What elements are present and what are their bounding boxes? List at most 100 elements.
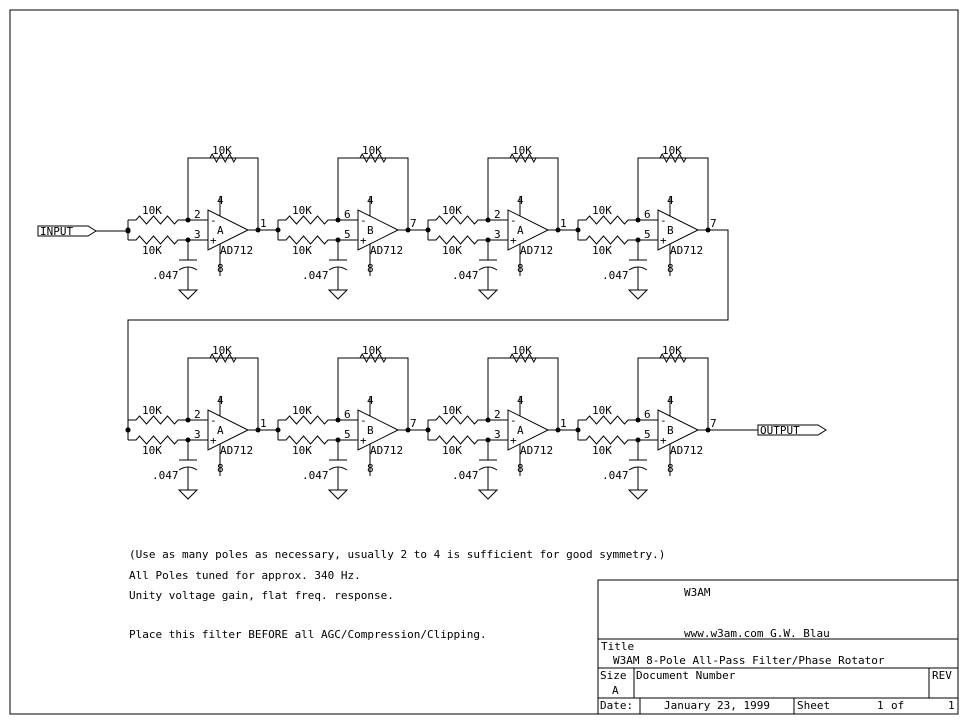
ground-symbol — [177, 289, 199, 300]
pin-inverting-number: 2 — [494, 408, 501, 421]
pin-noninverting-number: 3 — [194, 228, 201, 241]
input-port-label: INPUT — [40, 225, 73, 238]
resistor — [578, 415, 636, 425]
capacitor-label: .047 — [452, 269, 479, 282]
interconnect-wiring: INPUT OUTPUT — [37, 225, 827, 437]
output-port-flag — [757, 424, 827, 436]
document-number-label: Document Number — [636, 669, 736, 682]
opamp-triangle — [507, 209, 550, 251]
sheet-number: 1 — [877, 699, 884, 712]
bias-resistor-label: 10K — [442, 244, 462, 257]
resistor — [202, 352, 244, 364]
opamp-section-letter: B — [667, 224, 674, 237]
pin-vee-number: 8 — [367, 262, 374, 275]
input-resistor-label: 10K — [592, 404, 612, 417]
sheet-label: Sheet — [797, 699, 830, 712]
input-resistor-label: 10K — [292, 404, 312, 417]
opamp-part-label: AD712 — [370, 244, 403, 257]
bias-resistor-label: 10K — [142, 444, 162, 457]
pin-plus-sign: + — [660, 234, 667, 247]
pin-noninverting-number: 5 — [644, 428, 651, 441]
pin-inverting-number: 6 — [344, 408, 351, 421]
pin-inverting-number: 6 — [644, 408, 651, 421]
opamp-triangle — [357, 409, 400, 451]
capacitor-label: .047 — [602, 269, 629, 282]
resistor — [578, 235, 636, 245]
pin-vee-number: 8 — [217, 262, 224, 275]
ground-symbol — [177, 489, 199, 500]
note-line-2: All Poles tuned for approx. 340 Hz. — [129, 569, 361, 582]
filter-stages: 10K10K10K.04723-+A48AD712110K10K10K.0476… — [125, 144, 728, 500]
pin-vcc-number: 4 — [367, 194, 374, 207]
pin-vcc-number: 4 — [517, 394, 524, 407]
pin-minus-sign: - — [360, 414, 367, 427]
opamp-section-letter: A — [217, 224, 224, 237]
feedback-resistor-label: 10K — [362, 144, 382, 157]
pin-minus-sign: - — [210, 414, 217, 427]
note-line-3: Unity voltage gain, flat freq. response. — [129, 589, 394, 602]
bias-resistor-label: 10K — [592, 444, 612, 457]
opamp-part-label: AD712 — [520, 444, 553, 457]
pin-inverting-number: 2 — [194, 208, 201, 221]
opamp-part-label: AD712 — [670, 244, 703, 257]
feedback-resistor-label: 10K — [512, 344, 532, 357]
pin-minus-sign: - — [510, 414, 517, 427]
pin-minus-sign: - — [660, 414, 667, 427]
pin-inverting-number: 2 — [194, 408, 201, 421]
pin-noninverting-number: 5 — [344, 428, 351, 441]
document-title: W3AM 8-Pole All-Pass Filter/Phase Rotato… — [613, 654, 885, 667]
ground-symbol — [627, 489, 649, 500]
feedback-resistor-label: 10K — [512, 144, 532, 157]
ground-symbol — [477, 289, 499, 300]
output-port-label: OUTPUT — [760, 424, 800, 437]
pin-vee-number: 8 — [367, 462, 374, 475]
pin-noninverting-number: 5 — [344, 228, 351, 241]
opamp-section-letter: A — [217, 424, 224, 437]
notes-block: (Use as many poles as necessary, usually… — [129, 548, 665, 641]
input-port-flag — [37, 225, 97, 237]
input-resistor-label: 10K — [142, 204, 162, 217]
resistor — [128, 435, 186, 445]
pin-vcc-number: 4 — [367, 394, 374, 407]
pin-vcc-number: 4 — [217, 394, 224, 407]
pin-vee-number: 8 — [517, 462, 524, 475]
resistor — [128, 415, 186, 425]
opamp-section-letter: B — [667, 424, 674, 437]
capacitor-label: .047 — [152, 269, 179, 282]
pin-plus-sign: + — [660, 434, 667, 447]
pin-minus-sign: - — [210, 214, 217, 227]
opamp-section-letter: B — [367, 224, 374, 237]
row-return-wire — [127, 229, 729, 430]
pin-vee-number: 8 — [217, 462, 224, 475]
capacitor-label: .047 — [302, 469, 329, 482]
pin-noninverting-number: 3 — [494, 428, 501, 441]
input-resistor-label: 10K — [442, 404, 462, 417]
date-value: January 23, 1999 — [664, 699, 770, 712]
pin-plus-sign: + — [210, 434, 217, 447]
company-web: www.w3am.com G.W. Blau — [684, 627, 830, 640]
opamp-triangle — [357, 209, 400, 251]
input-resistor-label: 10K — [442, 204, 462, 217]
pin-plus-sign: + — [510, 434, 517, 447]
opamp-part-label: AD712 — [670, 444, 703, 457]
pin-minus-sign: - — [510, 214, 517, 227]
pin-vcc-number: 4 — [217, 194, 224, 207]
pin-plus-sign: + — [510, 234, 517, 247]
feedback-resistor-label: 10K — [662, 144, 682, 157]
bias-resistor-label: 10K — [442, 444, 462, 457]
pin-output-number: 1 — [260, 217, 267, 230]
resistor — [428, 215, 486, 225]
input-resistor-label: 10K — [592, 204, 612, 217]
resistor — [428, 415, 486, 425]
opamp-section-letter: A — [517, 424, 524, 437]
pin-plus-sign: + — [360, 234, 367, 247]
bias-resistor-label: 10K — [592, 244, 612, 257]
pin-output-number: 7 — [410, 417, 417, 430]
resistor — [578, 215, 636, 225]
company-name: W3AM — [684, 586, 711, 599]
pin-vee-number: 8 — [667, 262, 674, 275]
